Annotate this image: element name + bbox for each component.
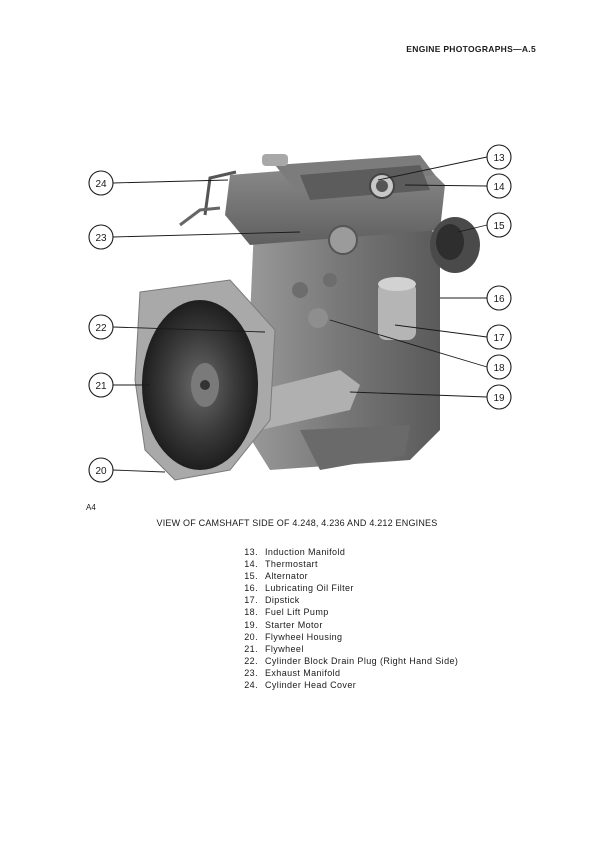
- svg-text:21: 21: [95, 381, 107, 392]
- engine-photo: [134, 154, 480, 481]
- legend-item: 23. Exhaust Manifold: [238, 667, 458, 679]
- legend-label: Induction Manifold: [265, 547, 346, 557]
- legend-number: 16.: [244, 583, 258, 594]
- callout-13: 13: [486, 144, 512, 170]
- legend-label: Flywheel Housing: [265, 631, 343, 642]
- svg-text:13: 13: [493, 153, 505, 164]
- legend-number: 18.: [244, 607, 258, 618]
- callout-19: 19: [486, 384, 512, 410]
- legend-label: Dipstick: [265, 595, 300, 606]
- legend-label: Cylinder Block Drain Plug (Right Hand Si…: [265, 655, 459, 666]
- svg-text:17: 17: [493, 333, 505, 344]
- callout-20: 20: [88, 457, 114, 483]
- legend-number: 24.: [244, 680, 258, 691]
- legend-item: 16. Lubricating Oil Filter: [238, 582, 458, 594]
- callout-18: 18: [486, 354, 512, 380]
- legend-item: 14. Thermostart: [238, 558, 458, 570]
- callout-14: 14: [486, 173, 512, 199]
- legend-item: 13. Induction Manifold: [238, 546, 458, 558]
- svg-text:20: 20: [95, 466, 107, 477]
- callout-21: 21: [88, 372, 114, 398]
- legend-number: 17.: [244, 595, 258, 606]
- legend-label: Cylinder Head Cover: [265, 680, 357, 691]
- legend-number: 14.: [244, 559, 258, 570]
- svg-text:14: 14: [493, 182, 505, 193]
- legend-label: Lubricating Oil Filter: [265, 583, 354, 594]
- callout-16: 16: [486, 285, 512, 311]
- legend-item: 19. Starter Motor: [238, 619, 458, 631]
- legend-number: 15.: [244, 571, 258, 582]
- legend-number: 22.: [244, 655, 258, 666]
- callout-leaders: [112, 156, 488, 473]
- callout-23: 23: [88, 224, 114, 250]
- legend-item: 20. Flywheel Housing: [238, 631, 458, 643]
- legend-number: 21.: [244, 643, 258, 654]
- callout-17: 17: [486, 324, 512, 350]
- callout-22: 22: [88, 314, 114, 340]
- callout-24: 24: [88, 170, 114, 196]
- legend-item: 21. Flywheel: [238, 643, 458, 655]
- legend-label: Flywheel: [265, 643, 304, 654]
- legend-number: 23.: [244, 667, 258, 678]
- legend-number: 20.: [244, 631, 258, 642]
- svg-text:22: 22: [95, 323, 107, 334]
- legend-label: Exhaust Manifold: [265, 667, 341, 678]
- legend-item: 18. Fuel Lift Pump: [238, 606, 458, 618]
- figure-caption: VIEW OF CAMSHAFT SIDE OF 4.248, 4.236 AN…: [156, 518, 438, 528]
- legend-number: 13.: [244, 547, 258, 557]
- svg-text:23: 23: [95, 233, 107, 244]
- legend-label: Thermostart: [265, 559, 318, 570]
- legend-label: Fuel Lift Pump: [265, 607, 329, 618]
- legend-item: 15. Alternator: [238, 570, 458, 582]
- legend-label: Starter Motor: [265, 619, 323, 630]
- svg-text:24: 24: [95, 179, 107, 190]
- legend-item: 22. Cylinder Block Drain Plug (Right Hand…: [238, 655, 458, 667]
- svg-text:16: 16: [493, 294, 505, 305]
- callout-15: 15: [486, 212, 512, 238]
- legend-label: Alternator: [265, 571, 309, 582]
- legend-item: 17. Dipstick: [238, 594, 458, 606]
- page-header: ENGINE PHOTOGRAPHS—A.5: [406, 44, 536, 54]
- legend-number: 19.: [244, 619, 258, 630]
- figure-id: A4: [86, 503, 96, 512]
- svg-text:19: 19: [493, 393, 505, 404]
- engine-figure: 13 14 15 16 17 18 19 20 21 22 23 24: [88, 144, 512, 483]
- svg-text:15: 15: [493, 221, 505, 232]
- parts-legend: 13. Induction Manifold 14. Thermostart 15.…: [238, 546, 458, 691]
- svg-text:18: 18: [493, 363, 505, 374]
- legend-item: 24. Cylinder Head Cover: [238, 679, 458, 691]
